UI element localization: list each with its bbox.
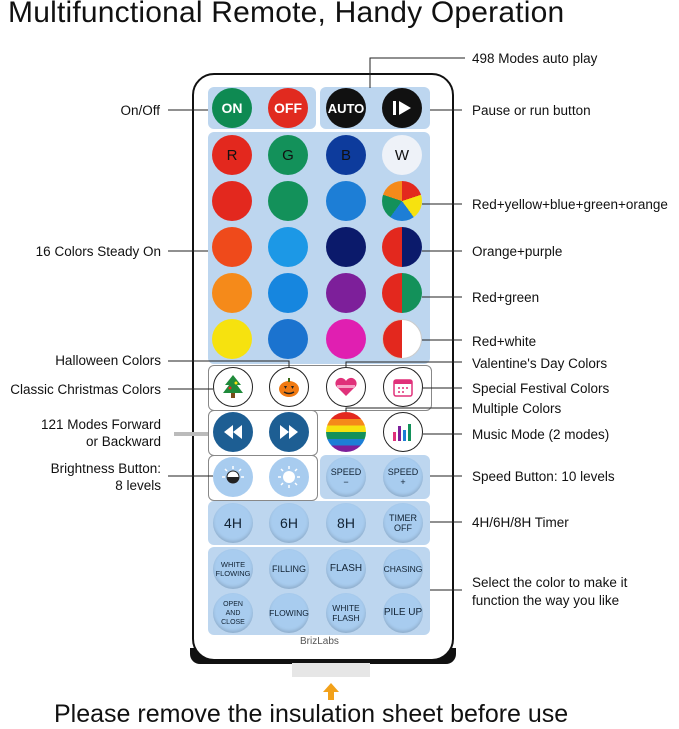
halloween-button[interactable] — [269, 367, 309, 407]
music-mode-button[interactable] — [383, 412, 423, 452]
heart-icon — [335, 377, 357, 396]
timer-4h-button[interactable]: 4H — [213, 503, 253, 543]
open-close-button[interactable]: OPEN AND CLOSE — [213, 593, 253, 633]
label-modes-auto: 498 Modes auto play — [472, 51, 598, 66]
brightness-low-icon — [222, 466, 244, 484]
color-button-blue-2[interactable] — [326, 181, 366, 221]
label-select-1: Select the color to make it — [472, 575, 628, 590]
label-music: Music Mode (2 modes) — [472, 427, 610, 442]
white-flowing-button[interactable]: WHITE FLOWING — [213, 549, 253, 589]
color-button-magenta[interactable] — [326, 319, 366, 359]
speed-up-label: SPEED — [387, 467, 419, 477]
brightness-up-button[interactable] — [269, 457, 309, 497]
brand-logo: BrizLabs — [300, 636, 339, 647]
speed-up-sign: + — [400, 477, 406, 487]
label-festival: Special Festival Colors — [472, 381, 610, 396]
arrow-up-icon — [323, 683, 339, 700]
speed-down-label: SPEED — [330, 467, 362, 477]
play-pause-icon — [393, 101, 411, 115]
brightness-down-button[interactable] — [213, 457, 253, 497]
label-red-green: Red+green — [472, 290, 540, 305]
festival-button[interactable] — [383, 367, 423, 407]
flowing-button[interactable]: FLOWING — [269, 593, 309, 633]
label-brightness-2: 8 levels — [115, 478, 161, 493]
timer-off-button[interactable]: TIMER OFF — [383, 503, 423, 543]
timer-off-line1: TIMER — [389, 513, 417, 523]
white-flowing-line2: FLOWING — [215, 569, 251, 578]
red-green-button[interactable] — [382, 273, 422, 313]
color-button-purple[interactable] — [326, 273, 366, 313]
orange-purple-button[interactable] — [382, 227, 422, 267]
label-timer: 4H/6H/8H Timer — [472, 515, 569, 530]
open-close-line2: AND CLOSE — [221, 609, 245, 626]
backward-button[interactable] — [213, 412, 253, 452]
color-button-green-2[interactable] — [268, 181, 308, 221]
color-button-azure[interactable] — [268, 273, 308, 313]
color-button-sky-blue[interactable] — [268, 227, 308, 267]
speed-up-button[interactable]: SPEED + — [383, 457, 423, 497]
speed-down-sign: − — [343, 477, 349, 487]
on-button[interactable]: ON — [212, 88, 252, 128]
open-close-line1: OPEN — [223, 600, 243, 608]
white-flash-line2: FLASH — [332, 613, 360, 623]
color-button-yellow[interactable] — [212, 319, 252, 359]
label-rybgo: Red+yellow+blue+green+orange — [472, 197, 668, 212]
footer-note: Please remove the insulation sheet befor… — [54, 700, 569, 728]
valentine-button[interactable] — [326, 367, 366, 407]
white-flash-line1: WHITE — [332, 603, 360, 613]
auto-button[interactable]: AUTO — [326, 88, 366, 128]
forward-button[interactable] — [269, 412, 309, 452]
pumpkin-icon — [279, 378, 299, 397]
label-red-white: Red+white — [472, 334, 537, 349]
insulation-tab — [174, 432, 212, 436]
color-button-orange[interactable] — [212, 273, 252, 313]
label-brightness-1: Brightness Button: — [50, 461, 161, 476]
blue-button[interactable]: B — [326, 135, 366, 175]
equalizer-icon — [393, 424, 411, 441]
label-pause-run: Pause or run button — [472, 103, 591, 118]
filling-button[interactable]: FILLING — [269, 549, 309, 589]
label-speed: Speed Button: 10 levels — [472, 469, 615, 484]
label-multiple: Multiple Colors — [472, 401, 562, 416]
christmas-tree-icon — [223, 375, 243, 398]
color-button-red-2[interactable] — [212, 181, 252, 221]
label-fwd-back-1: 121 Modes Forward — [40, 417, 161, 432]
label-on-off: On/Off — [120, 103, 160, 118]
pile-up-button[interactable]: PILE UP — [383, 593, 423, 633]
multiple-colors-button[interactable] — [326, 412, 366, 452]
insulation-sheet — [292, 663, 370, 677]
white-flowing-line1: WHITE — [220, 560, 246, 569]
chasing-button[interactable]: CHASING — [383, 549, 423, 589]
red-white-button[interactable] — [382, 319, 422, 359]
label-halloween: Halloween Colors — [55, 353, 161, 368]
pause-run-button[interactable] — [382, 88, 422, 128]
timer-off-line2: OFF — [394, 523, 412, 533]
color-button-navy[interactable] — [326, 227, 366, 267]
brightness-high-icon — [278, 466, 300, 488]
christmas-button[interactable] — [213, 367, 253, 407]
red-button[interactable]: R — [212, 135, 252, 175]
rewind-icon — [224, 425, 242, 439]
page-title: Multifunctional Remote, Handy Operation — [8, 0, 565, 29]
off-button[interactable]: OFF — [268, 88, 308, 128]
timer-6h-button[interactable]: 6H — [269, 503, 309, 543]
label-christmas: Classic Christmas Colors — [10, 382, 161, 397]
label-valentine: Valentine's Day Colors — [472, 356, 608, 371]
color-button-orange-red[interactable] — [212, 227, 252, 267]
label-steady: 16 Colors Steady On — [35, 244, 161, 259]
white-button[interactable]: W — [382, 135, 422, 175]
timer-8h-button[interactable]: 8H — [326, 503, 366, 543]
white-flash-button[interactable]: WHITE FLASH — [326, 593, 366, 633]
color-button-blue-3[interactable] — [268, 319, 308, 359]
speed-down-button[interactable]: SPEED − — [326, 457, 366, 497]
label-orange-purple: Orange+purple — [472, 244, 563, 259]
label-fwd-back-2: or Backward — [85, 434, 161, 449]
calendar-icon — [393, 379, 413, 397]
flash-button[interactable]: FLASH — [326, 549, 366, 589]
multicolor-rybgo-button[interactable] — [382, 181, 422, 221]
green-button[interactable]: G — [268, 135, 308, 175]
label-select-2: function the way you like — [472, 593, 620, 608]
fast-forward-icon — [280, 425, 298, 439]
